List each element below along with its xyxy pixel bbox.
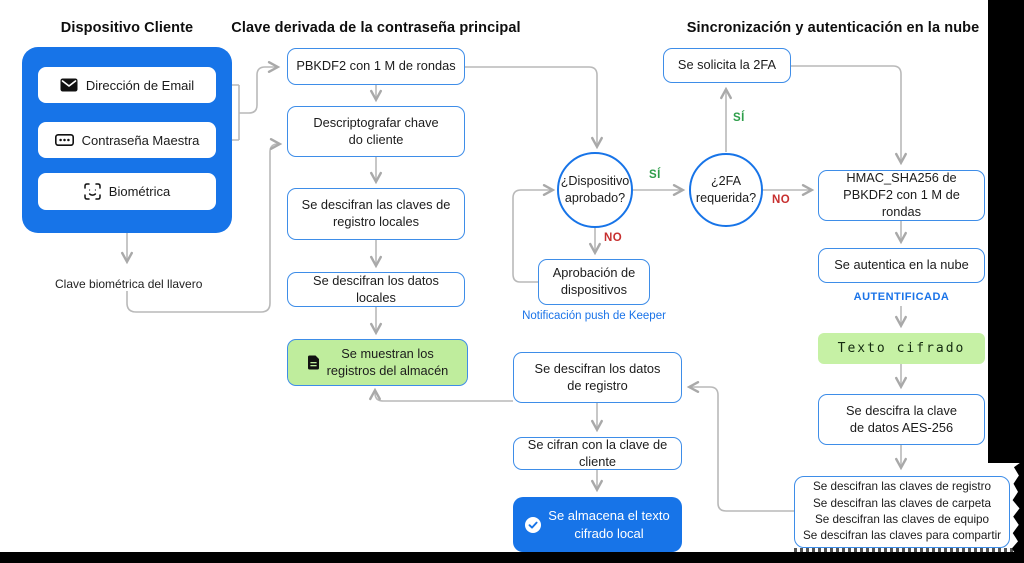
edge-label-yes-device: SÍ: [649, 169, 661, 181]
device-item-master-password: Contraseña Maestra: [38, 122, 216, 158]
device-item-email: Dirección de Email: [38, 67, 216, 103]
edge-label-no-2fa: NO: [772, 194, 791, 206]
column-title-derived-key: Clave derivada de la contraseña principa…: [231, 20, 521, 36]
node-decrypt-all-keys: Se descifran las claves de registro Se d…: [794, 476, 1010, 548]
node-pbkdf2: PBKDF2 con 1 M de rondas: [287, 48, 465, 85]
decrypt-keys-line: Se descifran las claves para compartir: [802, 529, 1002, 543]
node-label: Se muestran los registros del almacén: [326, 345, 449, 378]
client-device-panel: Dirección de Email Contraseña Maestra Bi…: [22, 47, 232, 233]
password-icon: [54, 134, 74, 146]
keychain-biometric-caption: Clave biométrica del llavero: [55, 277, 203, 291]
node-decrypt-record-keys: Se descifran las claves de registro loca…: [287, 188, 465, 240]
screen-edge-bottom: [0, 552, 1024, 563]
decrypt-keys-line: Se descifran las claves de registro: [813, 480, 991, 494]
decision-2fa-required: ¿2FA requerida?: [689, 153, 763, 227]
device-item-label: Contraseña Maestra: [81, 132, 200, 148]
device-item-biometric: Biométrica: [38, 173, 216, 210]
screen-noise-strip: [794, 548, 1014, 553]
decrypt-keys-line: Se descifran las claves de carpeta: [812, 496, 991, 510]
node-label: Se almacena el texto cifrado local: [548, 508, 670, 541]
screen-edge-right: [988, 0, 1024, 463]
email-icon: [60, 78, 78, 92]
node-request-2fa: Se solicita la 2FA: [663, 48, 791, 83]
check-circle-icon: [525, 516, 542, 533]
node-decrypt-local-data: Se descifran los datos locales: [287, 272, 465, 307]
node-ciphertext: Texto cifrado: [818, 333, 985, 364]
decrypt-keys-line: Se descifran las claves de equipo: [814, 513, 990, 526]
column-title-device: Dispositivo Cliente: [60, 20, 194, 36]
edge-label-yes-2fa: SÍ: [733, 112, 745, 124]
node-encrypt-client-key: Se cifran con la clave de cliente: [513, 437, 682, 470]
edge-label-no-device: NO: [604, 232, 623, 244]
document-icon: [307, 355, 320, 370]
face-scan-icon: [84, 183, 101, 200]
node-show-vault-records: Se muestran los registros del almacén: [287, 339, 468, 386]
device-item-label: Biométrica: [108, 184, 171, 199]
authenticated-caption: AUTENTIFICADA: [853, 291, 950, 303]
device-item-label: Dirección de Email: [85, 77, 195, 93]
push-notification-caption: Notificación push de Keeper: [522, 310, 666, 322]
node-store-ciphertext: Se almacena el texto cifrado local: [513, 497, 682, 552]
decision-device-approved: ¿Dispositivo aprobado?: [557, 152, 633, 228]
node-decrypt-record-data: Se descifran los datos de registro: [513, 352, 682, 403]
node-hmac-sha256: HMAC_SHA256 de PBKDF2 con 1 M de rondas: [818, 170, 985, 221]
node-decrypt-client-key: Descriptografar chave do cliente: [287, 106, 465, 157]
node-device-approval: Aprobación de dispositivos: [538, 259, 650, 305]
column-title-cloud-sync: Sincronización y autenticación en la nub…: [686, 20, 980, 36]
node-authenticate-cloud: Se autentica en la nube: [818, 248, 985, 283]
node-decrypt-data-key: Se descifra la clave de datos AES-256: [818, 394, 985, 445]
